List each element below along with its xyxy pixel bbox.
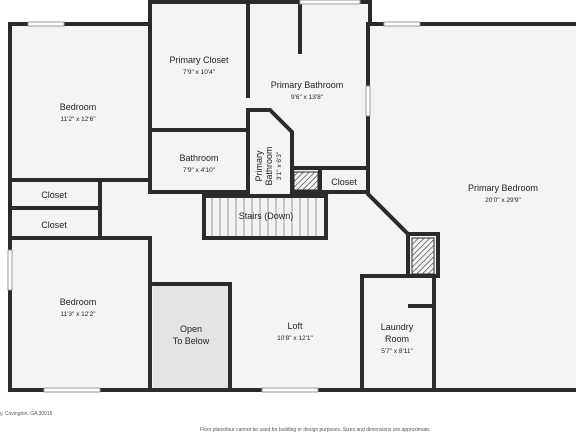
room-label-bathroom: Bathroom <box>179 153 218 163</box>
windows <box>7 0 421 393</box>
room-dims-primary-closet: 7'9" x 10'4" <box>183 69 216 76</box>
svg-text:3'1" x 6'3": 3'1" x 6'3" <box>276 151 283 180</box>
open-to-below-fill <box>153 284 230 390</box>
room-label-closet-right: Closet <box>331 177 357 187</box>
disclaimer-text: Floor plans/tour cannot be used for buil… <box>200 427 431 433</box>
svg-text:Primary: Primary <box>254 150 264 181</box>
room-label-open-to-below-1: Open <box>180 324 202 334</box>
window <box>299 0 361 5</box>
room-label-closet-1: Closet <box>41 190 67 200</box>
address-text: y, Covington, GA 30016 <box>0 411 53 417</box>
floor-fills <box>10 2 576 390</box>
room-dims-bedroom-bottom: 11'3" x 12'2" <box>60 311 96 318</box>
svg-text:Bathroom: Bathroom <box>264 146 274 185</box>
room-dims-bathroom: 7'9" x 4'10" <box>183 167 216 174</box>
room-dims-loft: 10'8" x 12'1" <box>277 335 313 342</box>
window <box>7 249 13 291</box>
room-label-bedroom-top: Bedroom <box>60 102 97 112</box>
window <box>43 387 101 393</box>
room-dims-bedroom-top: 11'2" x 12'6" <box>60 116 96 123</box>
window <box>27 21 65 27</box>
window <box>383 21 421 27</box>
room-label-bedroom-bottom: Bedroom <box>60 297 97 307</box>
room-dims-primary-bathroom: 9'6" x 13'8" <box>291 94 324 101</box>
stair-treads <box>211 198 317 236</box>
room-label-primary-bathroom-small: Primary Bathroom 3'1" x 6'3" <box>254 146 283 185</box>
room-label-stairs: Stairs (Down) <box>239 211 294 221</box>
room-dims-laundry: 5'7" x 8'11" <box>381 348 413 355</box>
window <box>365 85 371 117</box>
room-label-laundry-2: Room <box>385 334 409 344</box>
room-label-closet-2: Closet <box>41 220 67 230</box>
room-label-laundry-1: Laundry <box>381 322 414 332</box>
window <box>261 387 319 393</box>
room-label-primary-bedroom: Primary Bedroom <box>468 183 538 193</box>
chase-hatch <box>293 171 319 191</box>
room-label-primary-closet: Primary Closet <box>169 55 229 65</box>
room-label-open-to-below-2: To Below <box>173 336 210 346</box>
room-label-primary-bathroom: Primary Bathroom <box>271 80 344 90</box>
chase-hatch <box>411 237 435 275</box>
room-dims-primary-bedroom: 20'0" x 29'9" <box>485 197 521 204</box>
room-label-loft: Loft <box>287 321 303 331</box>
